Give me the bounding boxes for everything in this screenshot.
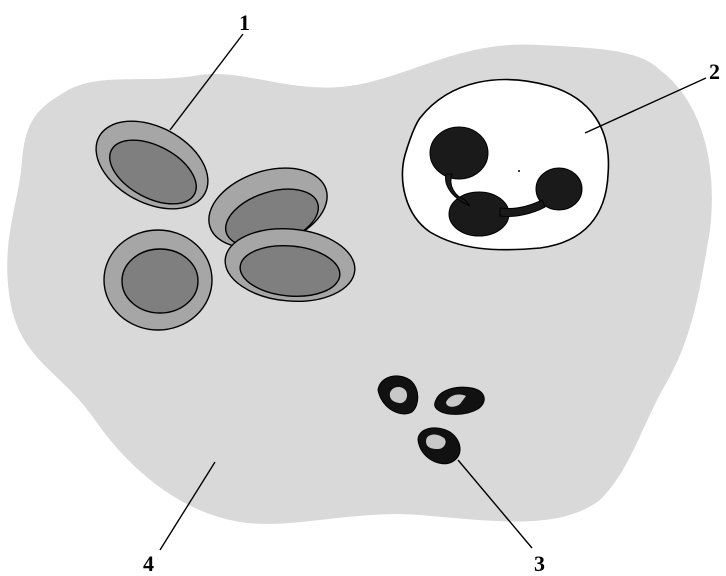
label-3: 3 [534, 551, 545, 576]
label-1: 1 [239, 10, 250, 35]
leukocyte-dot [518, 170, 520, 172]
label-4: 4 [143, 551, 154, 576]
erythrocyte [104, 230, 212, 330]
label-2: 2 [709, 59, 720, 84]
leukocyte [402, 80, 608, 250]
